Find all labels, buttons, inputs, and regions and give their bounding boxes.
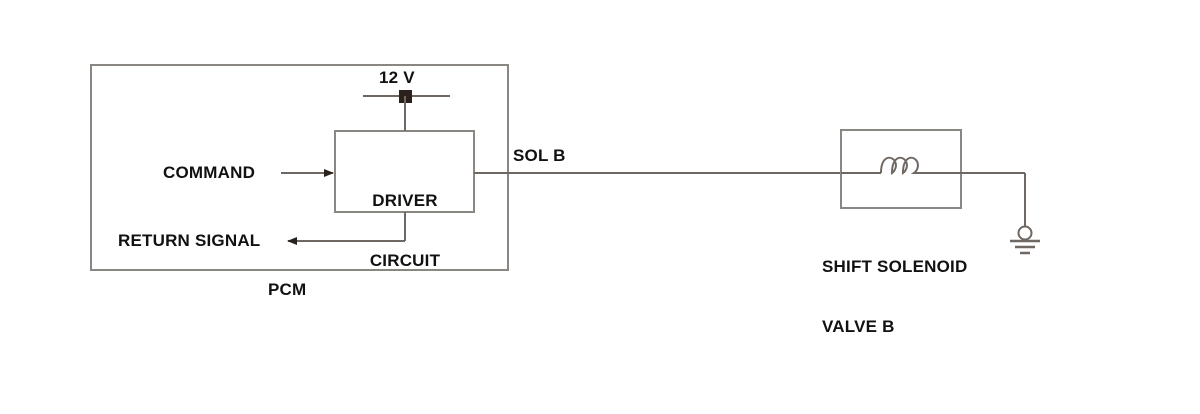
driver-circuit-label-line2: CIRCUIT — [369, 251, 441, 271]
supply-voltage-label: 12 V — [379, 68, 415, 87]
shift-solenoid-label: SHIFT SOLENOID VALVE B — [822, 217, 967, 377]
driver-circuit-label: DRIVER CIRCUIT — [335, 151, 475, 311]
driver-circuit-label-line1: DRIVER — [372, 191, 438, 211]
shift-solenoid-label-line2: VALVE B — [822, 317, 895, 337]
solenoid-coil-icon — [880, 156, 921, 175]
pcm-label: PCM — [268, 280, 307, 299]
pcm-enclosure — [90, 64, 509, 271]
ground-circle-icon — [1017, 225, 1033, 241]
shift-solenoid-box — [840, 129, 962, 209]
command-label: COMMAND — [163, 163, 256, 182]
return-signal-label: RETURN SIGNAL — [118, 231, 261, 250]
shift-solenoid-label-line1: SHIFT SOLENOID — [822, 257, 968, 277]
sol-b-label: SOL B — [513, 146, 566, 165]
